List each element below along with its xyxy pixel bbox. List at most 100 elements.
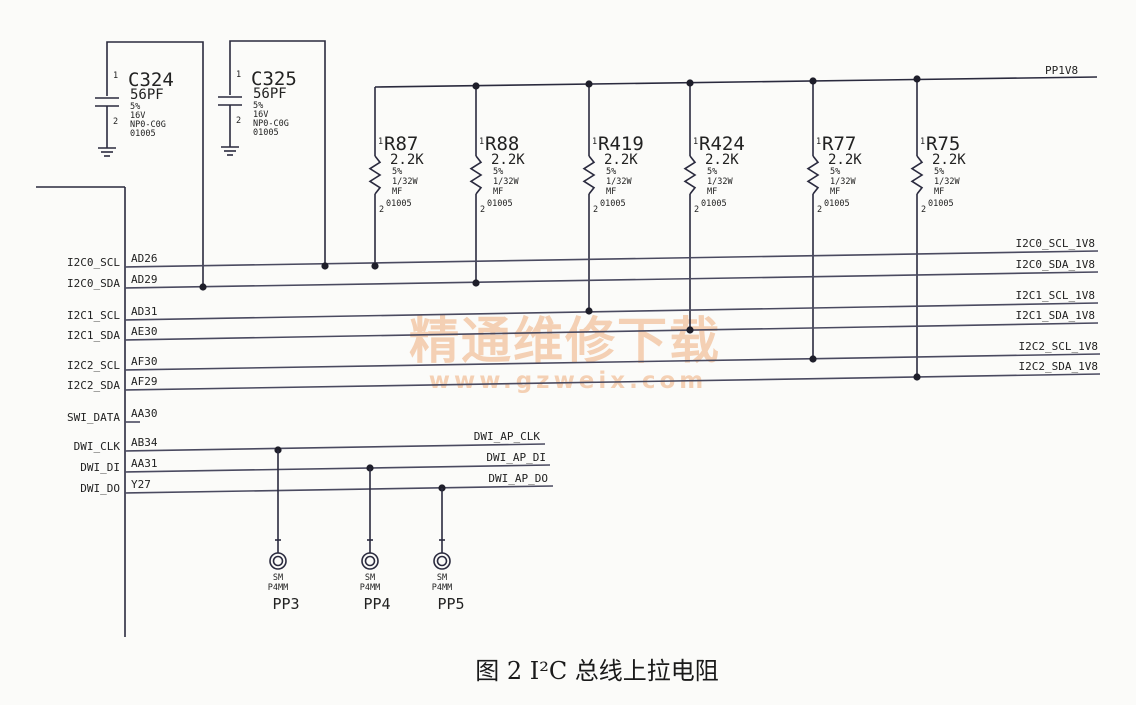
signal-name: DWI_DI bbox=[80, 461, 120, 474]
capacitor-package: 01005 bbox=[253, 128, 279, 138]
test-point-mark: SM bbox=[437, 573, 447, 583]
junction-dot bbox=[809, 355, 817, 363]
signal-swi-data: SWI_DATA AA30 bbox=[67, 407, 157, 424]
power-rail-label: PP1V8 bbox=[1045, 64, 1078, 77]
test-point-pad-icon bbox=[361, 552, 379, 570]
test-point-mark: SM bbox=[365, 573, 375, 583]
junction-dot bbox=[371, 262, 379, 270]
resistor-type: MF bbox=[830, 187, 840, 197]
resistor-value: 2.2K bbox=[604, 152, 638, 168]
capacitor-dielectric: NP0-C0G bbox=[253, 119, 289, 129]
capacitor-value: 56PF bbox=[253, 86, 287, 102]
test-point-package: P4MM bbox=[360, 583, 380, 593]
ball-number: AF30 bbox=[131, 355, 158, 368]
test-point-pad-icon bbox=[272, 555, 284, 567]
resistor-tolerance: 5% bbox=[606, 167, 616, 177]
capacitor-ref: C325 bbox=[251, 68, 297, 90]
test-point-ref: PP5 bbox=[437, 595, 464, 613]
test-point-package: P4MM bbox=[268, 583, 288, 593]
capacitor-package: 01005 bbox=[130, 129, 156, 139]
ball-number: AD31 bbox=[131, 305, 158, 318]
signal-trace bbox=[124, 485, 554, 494]
resistor-package: 01005 bbox=[824, 199, 850, 209]
test-point-pad-icon bbox=[433, 552, 451, 570]
signal-trace bbox=[124, 443, 546, 452]
resistor-zigzag bbox=[910, 155, 924, 195]
test-point-package: P4MM bbox=[432, 583, 452, 593]
signal-name: SWI_DATA bbox=[67, 411, 120, 424]
resistor-power: 1/32W bbox=[934, 177, 960, 187]
resistor-pin2: 2 bbox=[694, 205, 699, 215]
resistor-value: 2.2K bbox=[828, 152, 862, 168]
test-point-pad-icon bbox=[269, 552, 287, 570]
resistor-zigzag bbox=[469, 155, 483, 195]
resistor-value: 2.2K bbox=[390, 152, 424, 168]
capacitor-tolerance: 5% bbox=[130, 102, 140, 112]
signal-trace bbox=[124, 464, 551, 473]
signal-name: I2C2_SDA bbox=[67, 379, 120, 392]
ball-number: AA30 bbox=[131, 407, 158, 420]
resistor-ref: R75 bbox=[926, 133, 960, 155]
net-label: I2C2_SDA_1V8 bbox=[1019, 360, 1098, 373]
resistor-tolerance: 5% bbox=[830, 167, 840, 177]
junction-dot bbox=[913, 373, 921, 381]
resistor-power: 1/32W bbox=[707, 177, 733, 187]
signal-name: I2C0_SDA bbox=[67, 277, 120, 290]
capacitor-value: 56PF bbox=[130, 87, 164, 103]
test-point-pad-icon bbox=[436, 555, 448, 567]
junction-dot bbox=[585, 307, 593, 315]
resistor-power: 1/32W bbox=[830, 177, 856, 187]
resistor-pin2: 2 bbox=[480, 205, 485, 215]
net-label: DWI_AP_DI bbox=[486, 451, 546, 464]
ball-number: AF29 bbox=[131, 375, 158, 388]
net-label: DWI_AP_DO bbox=[488, 472, 548, 485]
junction-dot bbox=[686, 79, 694, 87]
signal-name: DWI_CLK bbox=[74, 440, 121, 453]
resistor-value: 2.2K bbox=[932, 152, 966, 168]
resistor-ref: R419 bbox=[598, 133, 644, 155]
ball-number: AE30 bbox=[131, 325, 158, 338]
capacitor-wire bbox=[106, 41, 204, 287]
signal-name: I2C1_SDA bbox=[67, 329, 120, 342]
resistor-tolerance: 5% bbox=[493, 167, 503, 177]
signal-trace bbox=[124, 322, 1099, 341]
resistor-pin2: 2 bbox=[921, 205, 926, 215]
test-point-ref: PP4 bbox=[363, 595, 390, 613]
resistor-pin1: 1 bbox=[592, 137, 597, 147]
junction-dots bbox=[199, 75, 921, 492]
resistor-type: MF bbox=[934, 187, 944, 197]
net-label: I2C0_SDA_1V8 bbox=[1016, 258, 1095, 271]
resistor-zigzag bbox=[582, 155, 596, 195]
resistor-package: 01005 bbox=[928, 199, 954, 209]
resistor-type: MF bbox=[707, 187, 717, 197]
signal-name: I2C1_SCL bbox=[67, 309, 120, 322]
signal-trace bbox=[124, 271, 1099, 289]
signal-trace bbox=[124, 373, 1101, 391]
capacitor-voltage: 16V bbox=[130, 111, 145, 121]
test-point-pad-icon bbox=[364, 555, 376, 567]
resistor-power: 1/32W bbox=[392, 177, 418, 187]
resistor-zigzag bbox=[806, 155, 820, 195]
capacitor-dielectric: NP0-C0G bbox=[130, 120, 166, 130]
resistor-type: MF bbox=[392, 187, 402, 197]
net-label: I2C2_SCL_1V8 bbox=[1019, 340, 1098, 353]
junction-dot bbox=[472, 279, 480, 287]
junction-dot bbox=[321, 262, 329, 270]
signal-i2c2-sda: I2C2_SDA AF29 I2C2_SDA_1V8 bbox=[67, 360, 1101, 392]
